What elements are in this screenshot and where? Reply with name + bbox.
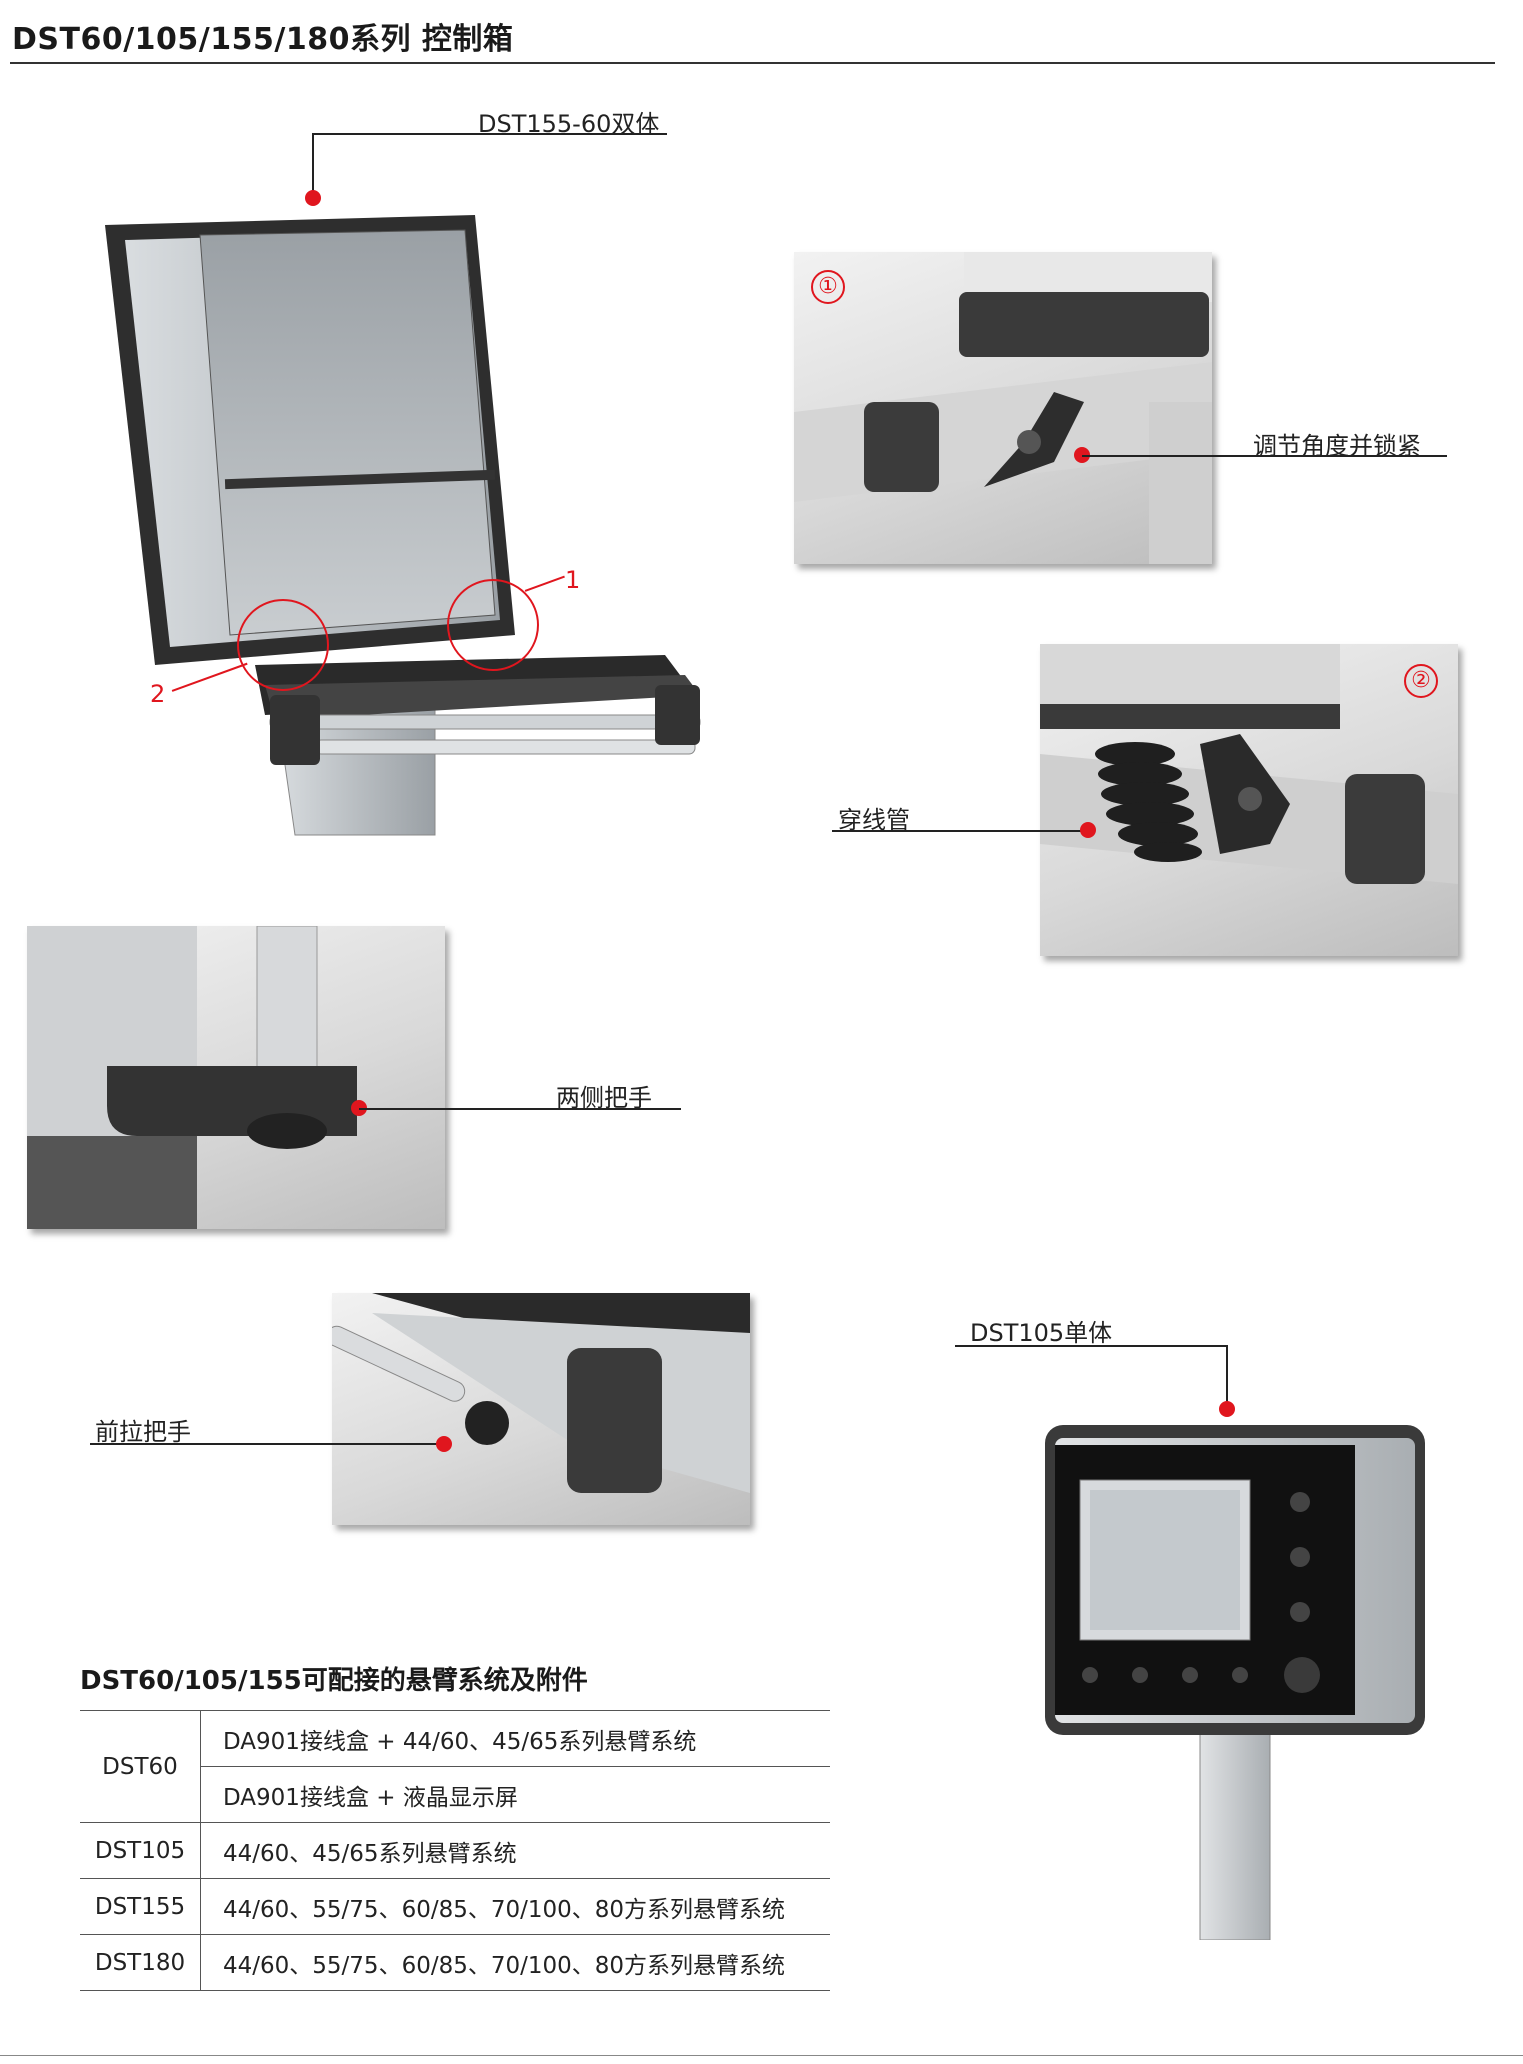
callout-dot xyxy=(1080,822,1096,838)
table-row: DST105 44/60、45/65系列悬臂系统 xyxy=(80,1822,830,1879)
callout-front-handle-line xyxy=(90,1443,440,1445)
callout-cable-tube: 穿线管 xyxy=(838,806,910,834)
detail-2-photo xyxy=(1040,644,1458,956)
callout-adjust-angle: 调节角度并锁紧 xyxy=(1253,432,1421,460)
table-cell-desc: DA901接线盒 + 44/60、45/65系列悬臂系统 xyxy=(200,1710,830,1767)
title-divider xyxy=(10,62,1495,64)
table-cell-desc: DA901接线盒 + 液晶显示屏 xyxy=(200,1766,830,1823)
marker-1: 1 xyxy=(565,566,581,594)
callout-dst105-line xyxy=(955,1345,1227,1347)
table-cell-model: DST105 xyxy=(80,1822,201,1879)
table-cell-model: DST155 xyxy=(80,1878,201,1935)
table-row: DST60 DA901接线盒 + 44/60、45/65系列悬臂系统 xyxy=(80,1710,830,1823)
callout-side-handles: 两侧把手 xyxy=(556,1084,652,1112)
table-cell-desc: 44/60、55/75、60/85、70/100、80方系列悬臂系统 xyxy=(200,1878,830,1935)
page-title: DST60/105/155/180系列 控制箱 xyxy=(12,22,514,57)
callout-dst105: DST105单体 xyxy=(970,1319,1113,1347)
callout-adjust-angle-line xyxy=(1082,455,1447,457)
dst155-60-control-box-image xyxy=(105,215,701,836)
compatibility-table: DST60 DA901接线盒 + 44/60、45/65系列悬臂系统 DA901… xyxy=(80,1710,830,1991)
table-title: DST60/105/155可配接的悬臂系统及附件 xyxy=(80,1666,588,1696)
side-handle-photo xyxy=(27,926,445,1229)
callout-side-handles-line xyxy=(359,1108,681,1110)
callout-dot xyxy=(305,190,321,206)
detail-1-number: ① xyxy=(811,270,845,304)
front-handle-photo xyxy=(332,1293,750,1525)
table-row: DST155 44/60、55/75、60/85、70/100、80方系列悬臂系… xyxy=(80,1878,830,1935)
table-cell-model: DST180 xyxy=(80,1934,201,1991)
table-row: DST180 44/60、55/75、60/85、70/100、80方系列悬臂系… xyxy=(80,1934,830,1991)
detail-2-number: ② xyxy=(1404,664,1438,698)
callout-front-handle: 前拉把手 xyxy=(95,1418,191,1446)
callout-dot xyxy=(436,1436,452,1452)
detail-1-photo xyxy=(794,252,1212,564)
callout-dot xyxy=(1219,1401,1235,1417)
marker-2: 2 xyxy=(150,680,166,708)
callout-dst105-leader xyxy=(1226,1345,1228,1407)
callout-cable-tube-line xyxy=(832,830,1090,832)
table-row: DA901接线盒 + 液晶显示屏 xyxy=(80,1766,830,1823)
dst105-control-box-image xyxy=(1045,1425,1425,1940)
callout-dst155-60-line xyxy=(312,133,667,135)
footer-divider xyxy=(0,2055,1523,2056)
callout-dst155-60-leader xyxy=(312,133,314,195)
table-cell-desc: 44/60、55/75、60/85、70/100、80方系列悬臂系统 xyxy=(200,1934,830,1991)
table-cell-desc: 44/60、45/65系列悬臂系统 xyxy=(200,1822,830,1879)
table-cell-model: DST60 xyxy=(80,1710,201,1823)
